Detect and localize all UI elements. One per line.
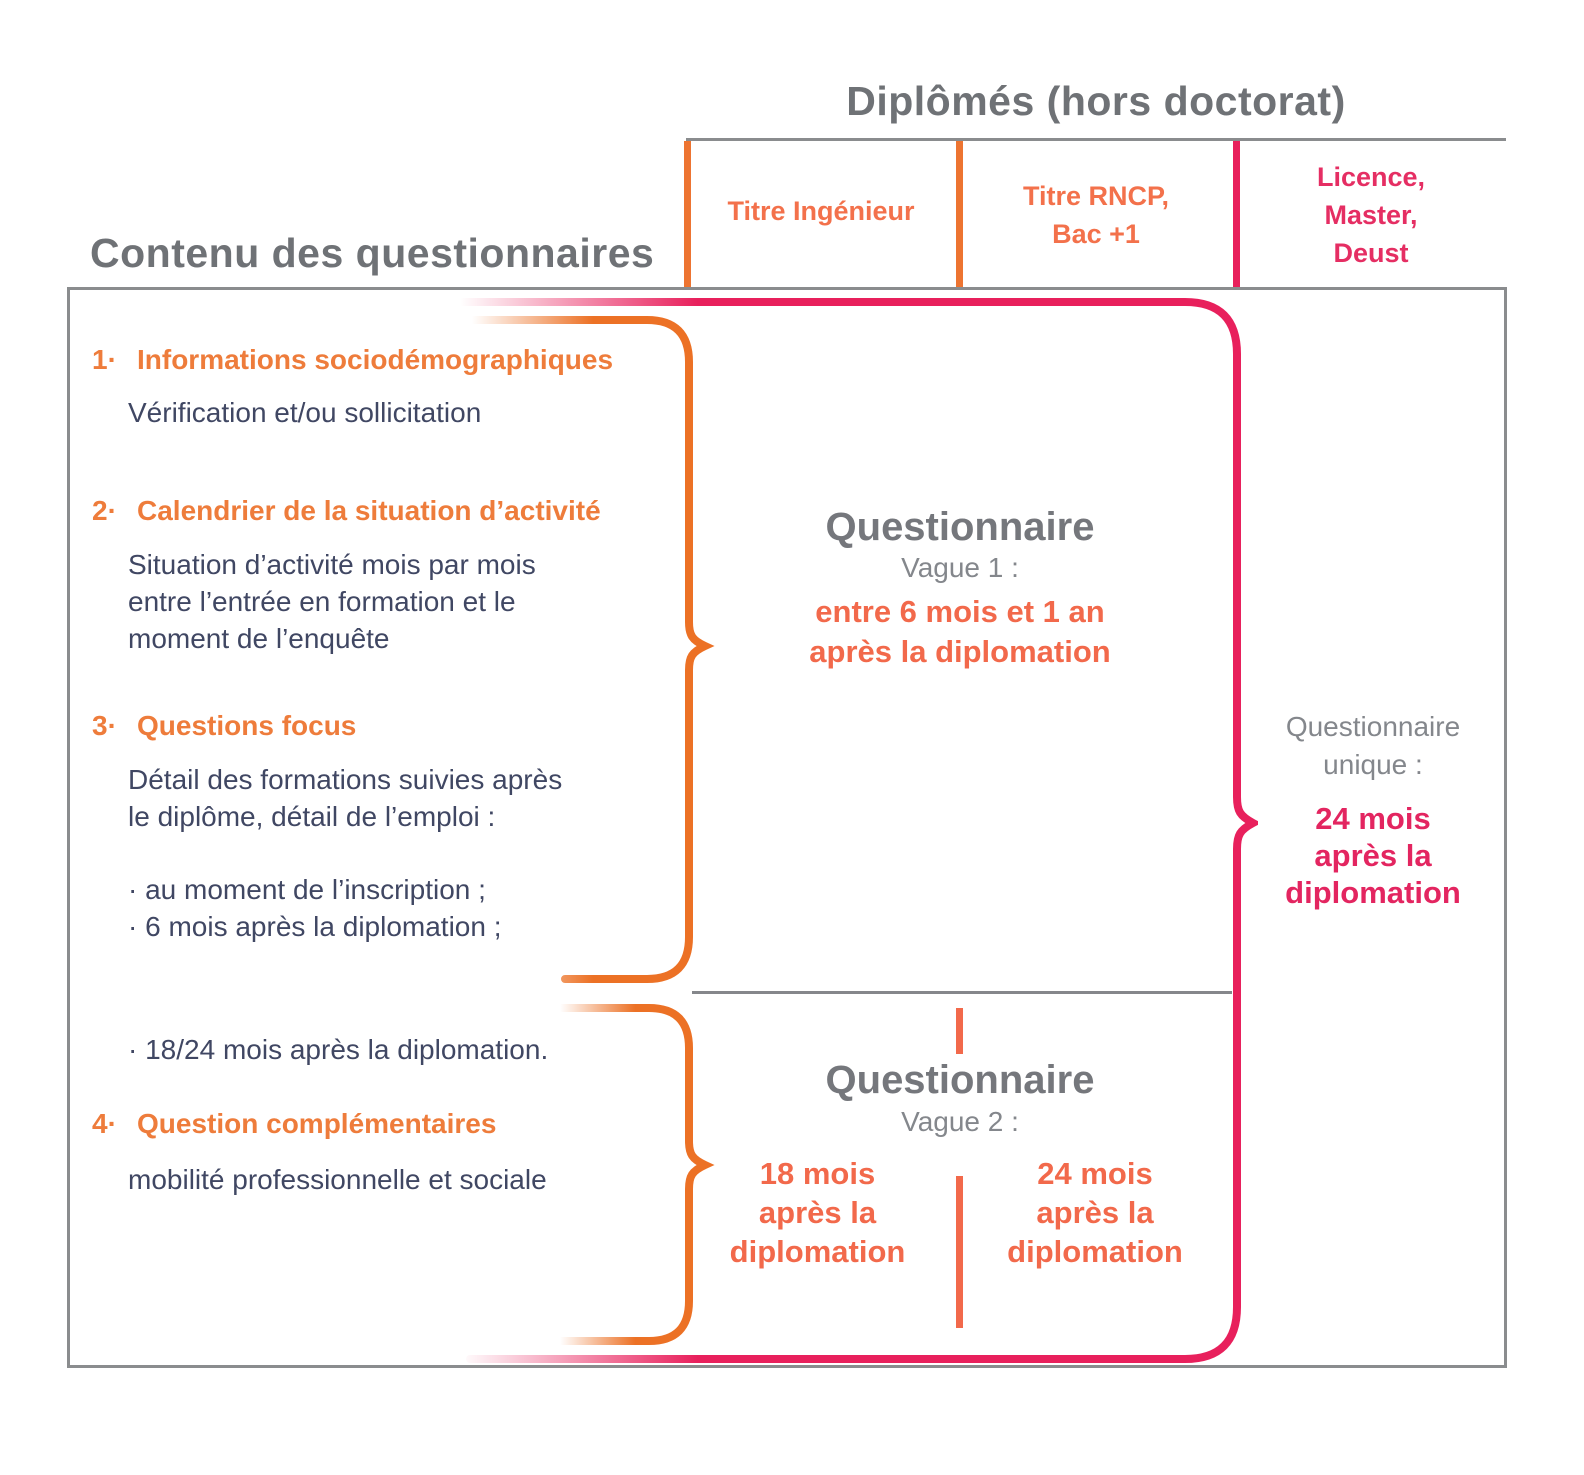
item-2-heading: 2· Calendrier de la situation d’activité [92, 495, 601, 527]
content-frame [67, 287, 1507, 1368]
item-4-title: Question complémentaires [137, 1108, 497, 1139]
item-4-body: mobilité professionnelle et sociale [128, 1164, 547, 1195]
item-1-title: Informations sociodémographiques [137, 344, 614, 375]
vague2-24-months-timing: 24 mois après la diplomation [1007, 1156, 1183, 1269]
unique-questionnaire-bracket [458, 298, 1258, 1363]
item-3-heading: 3· Questions focus [92, 710, 356, 742]
page-title: Diplômés (hors doctorat) [846, 78, 1346, 124]
vague1-subheading: Vague 1 : [901, 552, 1019, 583]
vague1-timing: entre 6 mois et 1 an après la diplomatio… [809, 594, 1111, 669]
column-header-licence-master-deust: Licence, Master, Deust [1316, 162, 1426, 268]
vague2-bracket [556, 1004, 715, 1345]
unique-questionnaire-timing: 24 mois après la diplomation [1285, 801, 1461, 910]
vague1-heading: Questionnaire [825, 505, 1095, 549]
item-1-body: Vérification et/ou sollicitation [128, 397, 482, 428]
left-column-title: Contenu des questionnaires [90, 230, 655, 276]
item-3-bullets: · au moment de l’inscription ; · 6 mois … [128, 874, 502, 942]
vague-divider-line [692, 991, 1232, 994]
vague2-heading: Questionnaire [825, 1058, 1095, 1102]
late-wave-bullet: · 18/24 mois après la diplomation. [128, 1034, 549, 1065]
item-1-number: 1· [92, 344, 117, 375]
item-1-heading: 1· Informations sociodémographiques [92, 344, 613, 376]
item-2-number: 2· [92, 495, 117, 526]
item-2-body: Situation d’activité mois par mois entre… [128, 549, 536, 654]
item-2-title: Calendrier de la situation d’activité [137, 495, 601, 526]
column-separator-rncp [956, 141, 963, 288]
unique-questionnaire-heading: Questionnaire unique : [1285, 711, 1461, 780]
column-header-titre-rncp: Titre RNCP, Bac +1 [1022, 181, 1170, 249]
vague2-column-separator [956, 1176, 963, 1328]
vague2-18-months-timing: 18 mois après la diplomation [729, 1156, 906, 1269]
column-header-titre-ingenieur: Titre Ingénieur [727, 196, 915, 226]
item-3-number: 3· [92, 710, 117, 741]
vague1-bracket [470, 316, 715, 983]
item-4-heading: 4· Question complémentaires [92, 1108, 496, 1140]
header-top-border [686, 138, 1506, 141]
vague2-top-tick [956, 1008, 963, 1054]
column-separator-licence [1233, 141, 1240, 288]
vague2-subheading: Vague 2 : [901, 1106, 1019, 1137]
column-separator-ingenieur [684, 141, 691, 288]
item-3-body: Détail des formations suivies après le d… [128, 764, 563, 832]
item-4-number: 4· [92, 1108, 117, 1139]
item-3-title: Questions focus [137, 710, 357, 741]
